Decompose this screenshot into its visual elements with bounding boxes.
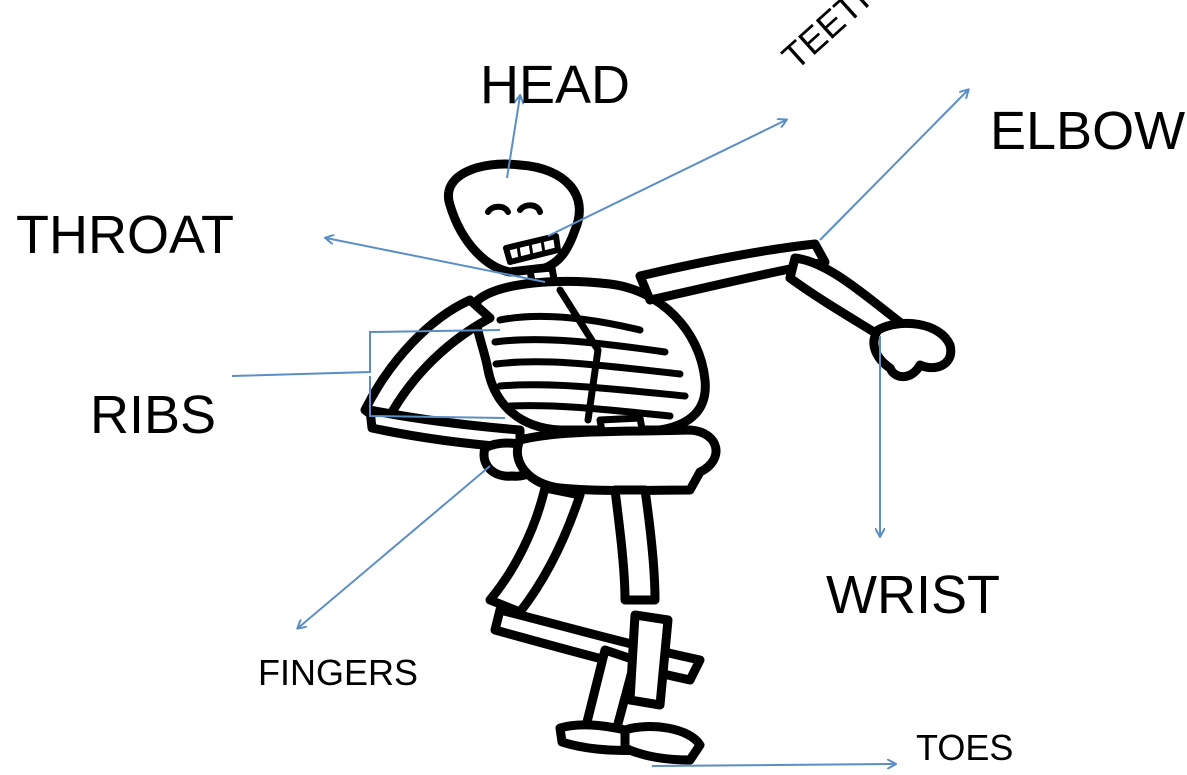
thigh-right	[615, 490, 655, 600]
foot-right	[625, 726, 700, 760]
label-elbow: ELBOW	[990, 104, 1185, 158]
arrow-elbow	[820, 90, 968, 240]
shin-right	[630, 615, 668, 705]
thigh-left	[490, 488, 580, 612]
arrow-fingers	[298, 466, 490, 628]
left-upper-arm	[365, 300, 490, 425]
label-throat: THROAT	[16, 208, 234, 262]
hand-right	[874, 323, 951, 376]
skeleton-figure	[365, 164, 951, 760]
label-toes: TOES	[916, 730, 1013, 766]
label-head: HEAD	[480, 58, 630, 112]
label-ribs: RIBS	[90, 388, 216, 442]
label-wrist: WRIST	[826, 568, 1000, 622]
label-fingers: FINGERS	[258, 655, 418, 691]
arrow-teeth	[548, 120, 786, 236]
pelvis	[517, 430, 716, 491]
